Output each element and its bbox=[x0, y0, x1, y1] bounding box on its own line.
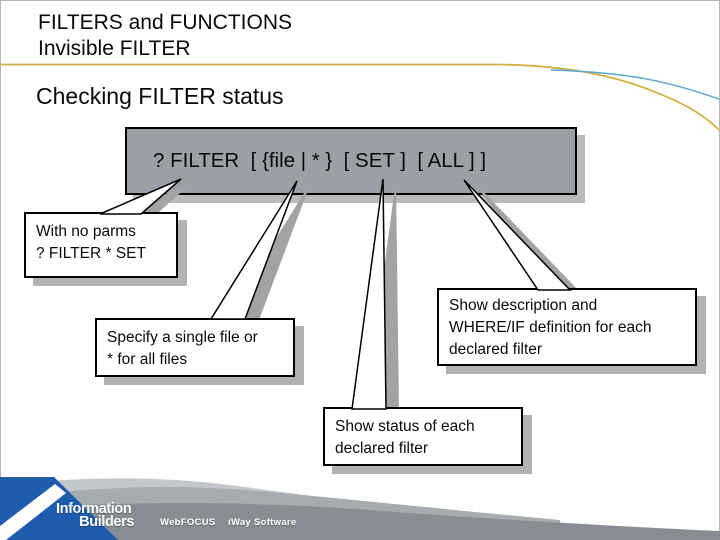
callout-line: With no parms bbox=[36, 223, 136, 240]
callout-specify-file: Specify a single file or * for all files bbox=[95, 318, 295, 377]
syntax-box: ? FILTER [ {file | * } [ SET ] [ ALL ] ] bbox=[125, 127, 577, 195]
callout-line: * for all files bbox=[107, 351, 188, 368]
section-heading: Checking FILTER status bbox=[36, 83, 284, 109]
footer-band bbox=[0, 477, 720, 540]
slide-title: FILTERS and FUNCTIONS Invisible FILTER bbox=[38, 10, 292, 62]
callout-line: WHERE/IF definition for each bbox=[449, 319, 652, 336]
callout-show-status: Show status of each declared filter bbox=[323, 407, 523, 466]
blue-swoosh bbox=[550, 69, 720, 100]
callout-line: ? FILTER * SET bbox=[36, 245, 146, 262]
logo-line1: Information bbox=[56, 501, 132, 517]
footer-blue-chevron bbox=[0, 477, 118, 540]
callout-line: declared filter bbox=[449, 341, 543, 358]
tail-shadow-show-description bbox=[475, 183, 581, 293]
callout-line: declared filter bbox=[335, 440, 429, 457]
slide-title-line2: Invisible FILTER bbox=[38, 37, 191, 60]
tail-no-parms bbox=[99, 178, 182, 215]
tail-specify-file bbox=[209, 180, 298, 320]
syntax-text: ? FILTER [ {file | * } [ SET ] [ ALL ] ] bbox=[153, 149, 487, 172]
logo-line2: Builders bbox=[79, 514, 134, 530]
information-builders-logo: Information Builders bbox=[56, 501, 134, 530]
webfocus-wordmark: WebFOCUS bbox=[160, 517, 216, 528]
footer-wave-dark bbox=[0, 503, 720, 540]
callout-line: Show status of each bbox=[335, 418, 475, 435]
footer-white-stripe bbox=[0, 484, 66, 540]
callout-show-description: Show description and WHERE/IF definition… bbox=[437, 288, 697, 366]
slide-title-line1: FILTERS and FUNCTIONS bbox=[38, 11, 292, 34]
callout-line: Specify a single file or bbox=[107, 329, 258, 346]
tail-show-description bbox=[463, 179, 572, 291]
tail-show-status bbox=[351, 178, 387, 410]
iway-software-wordmark: iWay Software bbox=[228, 517, 297, 528]
callout-line: Show description and bbox=[449, 297, 598, 314]
gold-rule-swoosh bbox=[0, 63, 720, 131]
